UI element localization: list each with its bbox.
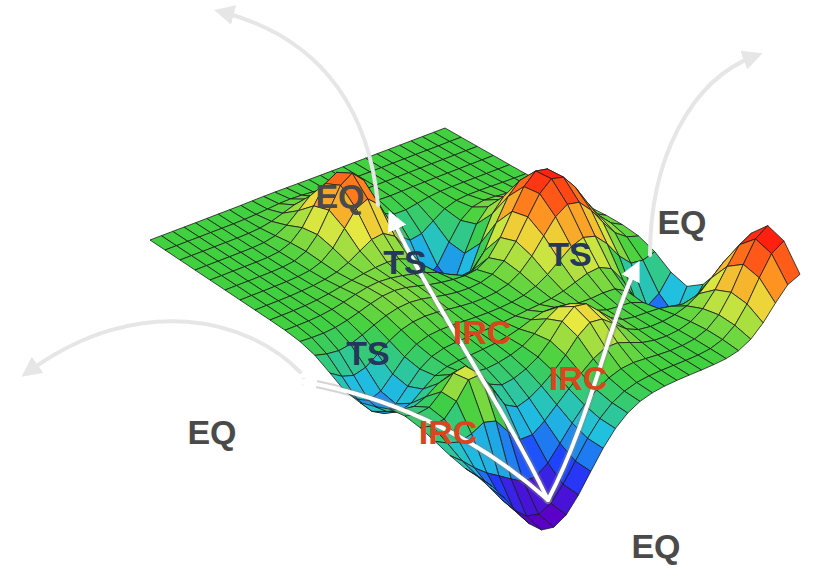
- mesh-cell: [450, 456, 477, 476]
- mesh-cell: [490, 487, 517, 512]
- irc-path: [305, 382, 548, 500]
- eq-label: EQ: [187, 415, 236, 449]
- exit-path: [28, 321, 300, 372]
- ts-label: TS: [383, 245, 426, 279]
- eq-label: EQ: [631, 529, 680, 563]
- exit-path: [222, 12, 378, 205]
- irc-label: IRC: [549, 361, 608, 395]
- irc-label: IRC: [453, 315, 512, 349]
- irc-label: IRC: [419, 415, 478, 449]
- mesh-cell: [300, 338, 327, 356]
- mesh-cell: [465, 468, 492, 486]
- exit-path: [650, 56, 755, 255]
- eq-label: EQ: [657, 205, 706, 239]
- mesh-cell: [315, 354, 342, 376]
- ts-label: TS: [346, 336, 389, 370]
- eq-label: EQ: [315, 179, 364, 213]
- irc-path: [548, 268, 636, 500]
- ts-label: TS: [548, 237, 591, 271]
